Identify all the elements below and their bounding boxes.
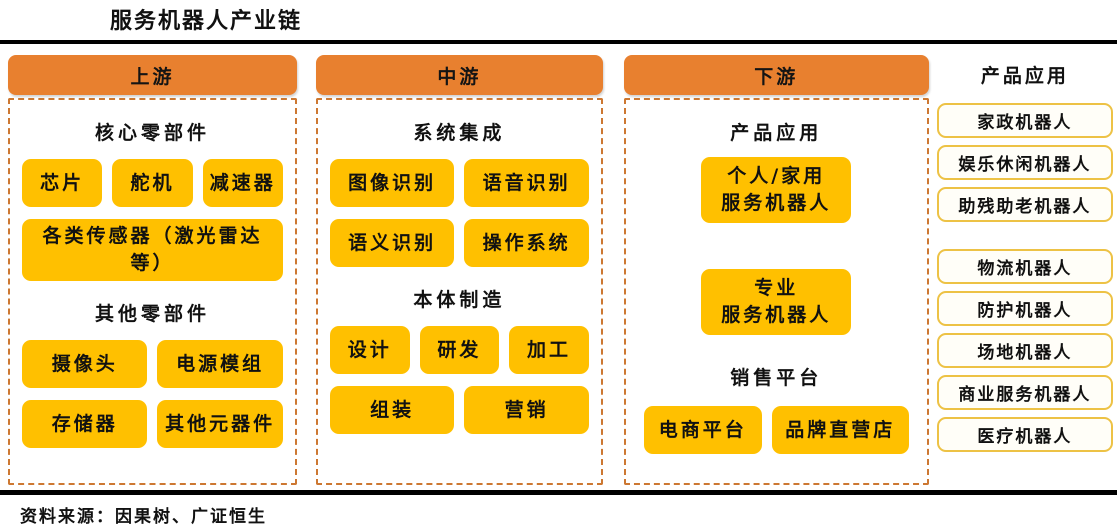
chip-row: 图像识别 语音识别 (329, 159, 589, 207)
midstream-body: 系统集成 图像识别 语音识别 语义识别 操作系统 本体制造 设计 研发 加工 组… (315, 98, 603, 485)
chip-chip: 芯片 (22, 159, 103, 207)
chip-other-parts: 其他元器件 (157, 400, 283, 448)
chip-row: 电商平台 品牌直营店 (638, 406, 915, 454)
chip-operating-system: 操作系统 (464, 219, 589, 267)
box-logistics-robot: 物流机器人 (936, 249, 1113, 284)
chip-processing: 加工 (509, 326, 589, 374)
chip-row: 芯片 舵机 减速器 (22, 159, 283, 207)
chip-memory: 存储器 (22, 400, 148, 448)
top-rule (0, 40, 1117, 44)
chip-sensors-lidar: 各类传感器（激光雷达等） (22, 219, 283, 281)
box-medical-robot: 医疗机器人 (936, 417, 1113, 452)
chip-brand-store: 品牌直营店 (771, 406, 909, 454)
chip-row: 摄像头 电源模组 (22, 340, 283, 388)
box-commercial-service-robot: 商业服务机器人 (936, 375, 1113, 410)
chip-assembly: 组装 (329, 386, 455, 434)
box-entertainment-robot: 娱乐休闲机器人 (936, 145, 1113, 180)
chip-reducer: 减速器 (202, 159, 283, 207)
chip-row: 设计 研发 加工 (329, 326, 589, 374)
product-application-panel: 产品应用 家政机器人 娱乐休闲机器人 助残助老机器人 物流机器人 防护机器人 场… (936, 55, 1113, 485)
chip-research: 研发 (419, 326, 500, 374)
diagram-body: 上游 核心零部件 芯片 舵机 减速器 各类传感器（激光雷达等） 其他零部件 摄像… (0, 55, 1117, 485)
upstream-header: 上游 (8, 55, 297, 95)
downstream-column: 下游 产品应用 个人/家用 服务机器人 专业 服务机器人 销售平台 电商平台 品… (623, 55, 929, 485)
midstream-column: 中游 系统集成 图像识别 语音识别 语义识别 操作系统 本体制造 设计 研发 加… (315, 55, 603, 485)
chip-row: 存储器 其他元器件 (22, 400, 283, 448)
source-note: 资料来源：因果树、广证恒生 (20, 507, 267, 527)
page-title: 服务机器人产业链 (110, 8, 303, 34)
chip-camera: 摄像头 (22, 340, 148, 388)
chip-marketing: 营销 (464, 386, 589, 434)
chip-image-recognition: 图像识别 (329, 159, 455, 207)
chip-design: 设计 (329, 326, 410, 374)
chip-row: 语义识别 操作系统 (329, 219, 589, 267)
side-group-personal: 家政机器人 娱乐休闲机器人 助残助老机器人 (936, 103, 1113, 229)
chip-servo: 舵机 (112, 159, 193, 207)
section-label-sales-platform: 销售平台 (730, 367, 823, 389)
section-label-system-integration: 系统集成 (413, 122, 506, 144)
upstream-column: 上游 核心零部件 芯片 舵机 减速器 各类传感器（激光雷达等） 其他零部件 摄像… (8, 55, 297, 485)
side-group-professional: 物流机器人 防护机器人 场地机器人 商业服务机器人 医疗机器人 (936, 249, 1113, 459)
midstream-header: 中游 (315, 55, 603, 95)
downstream-body: 产品应用 个人/家用 服务机器人 专业 服务机器人 销售平台 电商平台 品牌直营… (623, 98, 929, 485)
bottom-rule (0, 490, 1117, 495)
box-housekeeping-robot: 家政机器人 (936, 103, 1113, 138)
section-label-product-application: 产品应用 (730, 122, 823, 144)
chip-ecommerce-platform: 电商平台 (643, 406, 762, 454)
box-assistive-robot: 助残助老机器人 (936, 187, 1113, 222)
side-panel-title: 产品应用 (980, 65, 1069, 87)
chip-personal-home-service-robot: 个人/家用 服务机器人 (701, 157, 852, 223)
chip-speech-recognition: 语音识别 (464, 159, 589, 207)
chip-semantic-recognition: 语义识别 (329, 219, 455, 267)
chip-row: 各类传感器（激光雷达等） (22, 219, 283, 281)
section-label-other-components: 其他零部件 (94, 303, 210, 325)
box-field-robot: 场地机器人 (936, 333, 1113, 368)
section-label-core-components: 核心零部件 (94, 122, 210, 144)
chip-professional-service-robot: 专业 服务机器人 (701, 269, 852, 335)
box-protection-robot: 防护机器人 (936, 291, 1113, 326)
chip-row: 组装 营销 (329, 386, 589, 434)
section-label-body-manufacturing: 本体制造 (413, 289, 506, 311)
upstream-body: 核心零部件 芯片 舵机 减速器 各类传感器（激光雷达等） 其他零部件 摄像头 电… (8, 98, 297, 485)
chip-power-module: 电源模组 (157, 340, 283, 388)
downstream-header: 下游 (623, 55, 929, 95)
